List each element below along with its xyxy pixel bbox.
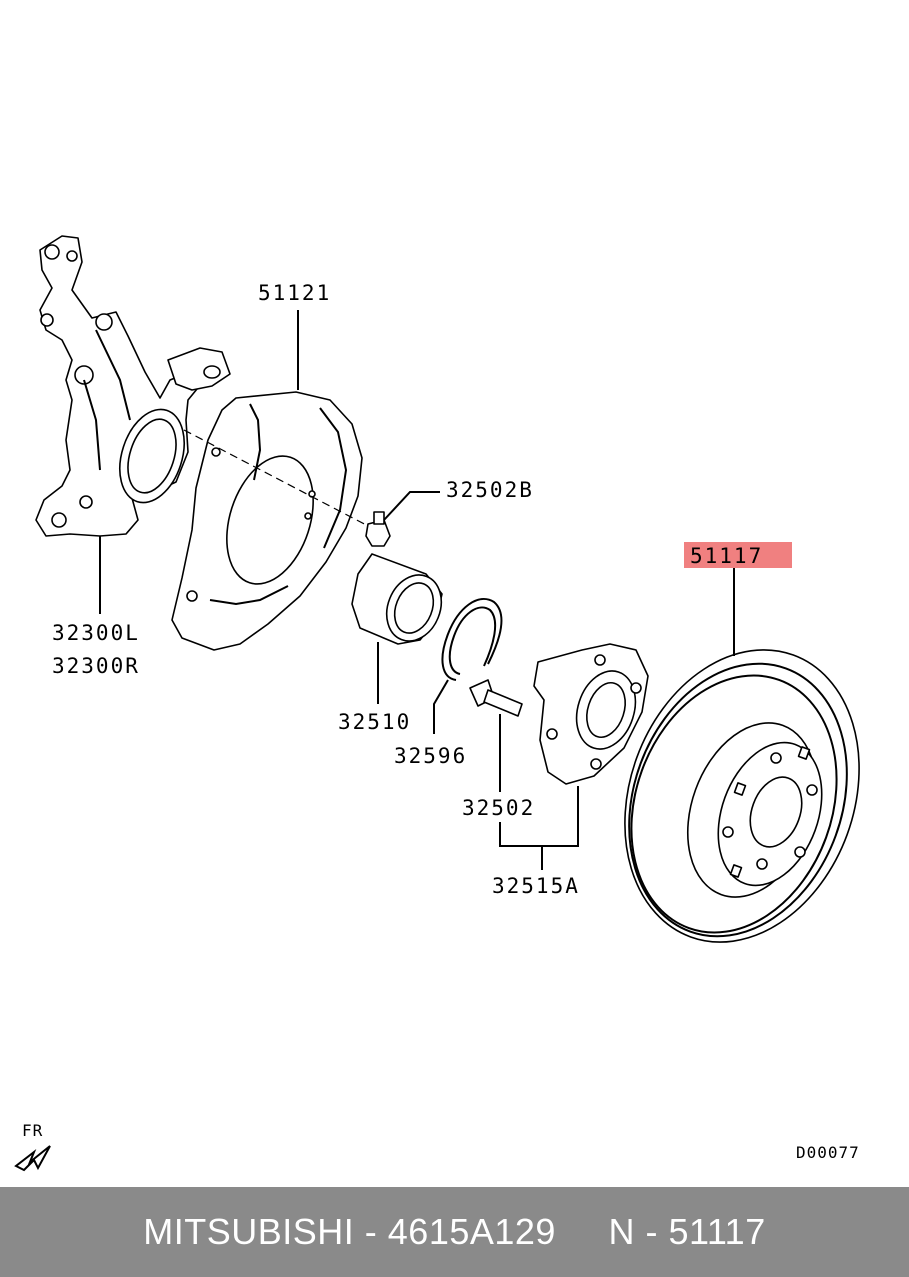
- label-32502: 32502: [462, 796, 535, 820]
- highlight-box: [684, 542, 792, 568]
- label-32502b: 32502B: [446, 478, 534, 502]
- label-51117: 51117: [690, 544, 763, 568]
- brake-disc: [624, 649, 860, 943]
- wheel-bearing: [351, 553, 443, 645]
- leader-lines: [99, 310, 735, 870]
- exploded-parts-diagram: 51121 32502B 51117 32300L 32300R 32510 3…: [14, 235, 860, 1172]
- label-32300l: 32300L: [52, 621, 140, 645]
- label-32300r: 32300R: [52, 654, 140, 678]
- footer-bar: MITSUBISHI - 4615A129 N - 51117: [0, 1187, 909, 1277]
- snap-ring: [441, 598, 503, 681]
- axis-line: [183, 429, 373, 529]
- label-51121: 51121: [258, 281, 331, 305]
- label-32515a: 32515A: [492, 874, 580, 898]
- label-32510: 32510: [338, 710, 411, 734]
- front-direction-indicator: FR: [14, 1121, 51, 1172]
- label-32596: 32596: [394, 744, 467, 768]
- direction-arrow-icon: [14, 1145, 51, 1172]
- diagram-code: D00077: [796, 1143, 860, 1162]
- steering-knuckle: [35, 235, 231, 537]
- hub-bolt: [469, 679, 523, 717]
- direction-label: FR: [22, 1121, 43, 1140]
- dust-shield: [171, 391, 363, 651]
- wheel-hub: [533, 643, 649, 785]
- footer-part-number: MITSUBISHI - 4615A129 N - 51117: [143, 1211, 766, 1252]
